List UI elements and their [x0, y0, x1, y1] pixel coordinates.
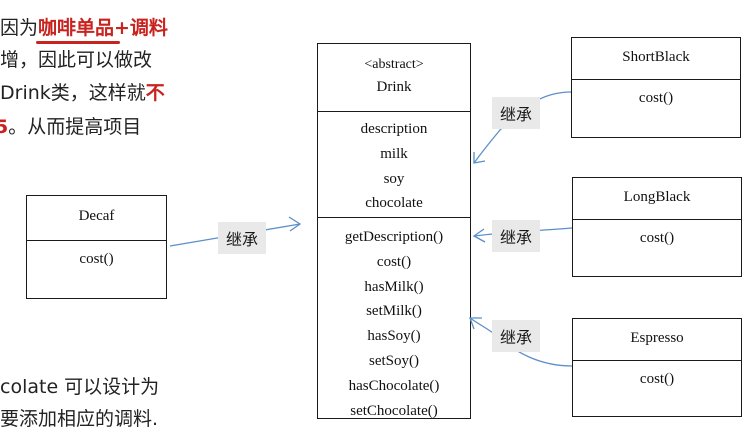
- top-text-line-1-highlight: 咖啡单品+调料: [38, 17, 168, 39]
- top-text-line-3-highlight: 不: [145, 82, 165, 104]
- top-text-line-1-prefix: 因为: [0, 17, 39, 39]
- top-text-line-1: 因为咖啡单品+调料: [0, 13, 168, 40]
- highlight-underline: [36, 41, 120, 44]
- drink-field: chocolate: [365, 195, 423, 212]
- top-text-line-4-rest: 。从而提高项目: [8, 116, 142, 138]
- espresso-class-box[interactable]: Espresso cost(): [572, 318, 742, 417]
- decaf-class-box[interactable]: Decaf cost(): [26, 195, 167, 299]
- short-black-arrowhead: [473, 152, 486, 164]
- drink-fields: description milk soy chocolate: [318, 111, 470, 217]
- drink-method: cost(): [376, 253, 412, 270]
- short-black-method: cost(): [572, 79, 740, 107]
- short-black-class-box[interactable]: ShortBlack cost(): [571, 37, 741, 138]
- bottom-text-line-1: colate 可以设计为: [0, 376, 160, 398]
- drink-method: setChocolate(): [350, 402, 438, 419]
- short-black-class-name: ShortBlack: [622, 49, 690, 65]
- top-text-line-3: Drink类，这样就不: [0, 78, 165, 105]
- drink-method: setSoy(): [369, 352, 419, 369]
- top-text-line-4-fragment: 5: [0, 116, 9, 138]
- decaf-arrowhead: [288, 216, 302, 232]
- long-black-inheritance-label: 继承: [492, 220, 541, 252]
- drink-header: <abstract> Drink: [318, 44, 470, 111]
- long-black-arrowhead: [472, 228, 486, 243]
- drink-method: getDescription(): [344, 229, 444, 245]
- bottom-text-line-2: 要添加相应的调料.: [0, 408, 159, 430]
- espresso-class-name: Espresso: [630, 330, 684, 346]
- top-text-line-2: 增，因此可以做改: [0, 49, 153, 71]
- decaf-method: cost(): [27, 240, 166, 268]
- short-black-inheritance-label: 继承: [492, 97, 541, 129]
- drink-method: hasMilk(): [364, 278, 424, 295]
- long-black-method: cost(): [573, 219, 741, 247]
- drink-field: soy: [383, 170, 405, 187]
- drink-class-box[interactable]: <abstract> Drink description milk soy ch…: [317, 43, 471, 419]
- decaf-inheritance-label: 继承: [218, 222, 267, 254]
- drink-class-name: Drink: [376, 79, 412, 95]
- top-text-line-3-prefix: Drink类，这样就: [0, 82, 146, 104]
- drink-field: description: [360, 121, 428, 137]
- drink-method: hasChocolate(): [348, 377, 440, 394]
- decaf-class-name: Decaf: [78, 208, 115, 224]
- espresso-method: cost(): [573, 360, 741, 388]
- long-black-class-name: LongBlack: [623, 189, 691, 205]
- drink-field: milk: [380, 145, 408, 162]
- drink-methods: getDescription() cost() hasMilk() setMil…: [318, 217, 470, 423]
- drink-stereotype: <abstract>: [364, 57, 424, 72]
- short-black-inheritance-arrow: [473, 91, 572, 164]
- drink-method: hasSoy(): [367, 328, 421, 345]
- long-black-class-box[interactable]: LongBlack cost(): [572, 177, 742, 277]
- espresso-arrowhead: [469, 317, 482, 330]
- drink-method: setMilk(): [366, 303, 422, 320]
- top-text-line-4: 5。从而提高项目: [0, 112, 141, 139]
- espresso-inheritance-label: 继承: [492, 320, 541, 352]
